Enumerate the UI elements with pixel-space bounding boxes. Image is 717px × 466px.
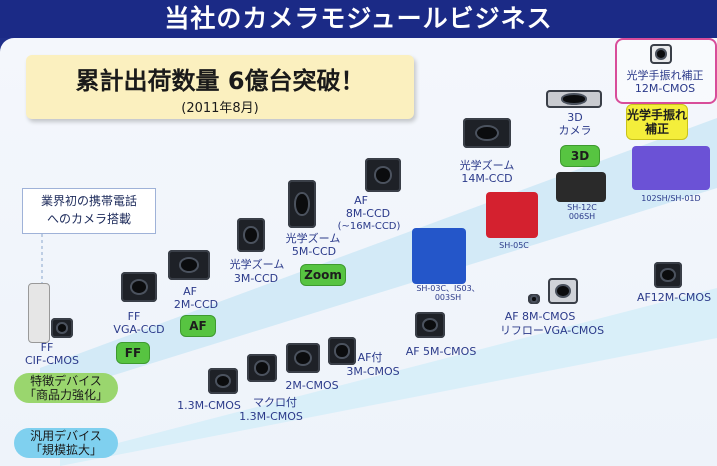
3d-badge: 3D	[560, 145, 600, 167]
lower-label-1: 1.3M-CMOS	[177, 399, 241, 412]
upper-label-2a: FF	[127, 310, 141, 323]
lower-label-6a: AF 8M-CMOS	[504, 310, 576, 323]
headline-box: 累計出荷数量 6億台突破！ (2011年8月)	[26, 55, 414, 119]
af-badge: AF	[180, 315, 216, 337]
upper-label-9b: 12M-CMOS	[634, 82, 696, 95]
sh03c-label-2: 003SH	[434, 293, 462, 302]
lower-label-3: 2M-CMOS	[285, 379, 339, 392]
vga-module-image	[121, 272, 157, 302]
upper-label-5b: 5M-CCD	[291, 245, 337, 258]
special-device-line2: 「商品力強化」	[23, 388, 108, 402]
lower-label-5: AF 5M-CMOS	[405, 345, 477, 358]
ois-module-image	[650, 44, 672, 64]
sh01d-label: 102SH/SH-01D	[641, 194, 701, 203]
upper-label-6a: AF	[354, 194, 368, 207]
upper-label-1a: FF	[40, 341, 54, 354]
lower-label-2a: マクロ付	[253, 396, 297, 409]
af-2m-module-image	[168, 250, 210, 280]
ois-badge-line2: 補正	[644, 122, 669, 136]
lower-3m-module-image	[328, 337, 356, 365]
zoom-3m-module-image	[237, 218, 265, 252]
first-phone-note: 業界初の携帯電話 へのカメラ搭載	[22, 188, 156, 234]
sh01d-phone-image	[632, 146, 710, 190]
upper-label-8a: 3D	[567, 111, 583, 124]
lower-label-4b: 3M-CMOS	[346, 365, 400, 378]
upper-label-7b: 14M-CCD	[461, 172, 513, 185]
sh03c-label: SH-03C、IS03、	[416, 284, 480, 293]
upper-label-2b: VGA-CCD	[113, 323, 165, 336]
sh03c-phone-image	[412, 228, 466, 284]
ois-badge: 光学手振れ 補正	[626, 104, 688, 140]
lower-2m-module-image	[286, 343, 320, 373]
upper-label-5a: 光学ズーム	[285, 232, 341, 245]
cif-module-image	[51, 318, 73, 338]
lower-1-3m-module-image	[208, 368, 238, 394]
lower-af5m-module-image	[415, 312, 445, 338]
lower-af8m-module-image	[548, 278, 578, 304]
lower-trend-band	[60, 288, 717, 466]
lower-vga-module-image	[528, 294, 540, 304]
first-phone-note-line2: へのカメラ搭載	[46, 212, 131, 226]
special-device-pill: 特徴デバイス 「商品力強化」	[14, 373, 118, 403]
lower-macro-module-image	[247, 354, 277, 382]
lower-label-2b: 1.3M-CMOS	[239, 410, 303, 423]
upper-label-1b: CIF-CMOS	[24, 354, 80, 367]
special-device-line1: 特徴デバイス	[30, 374, 102, 388]
upper-label-4b: 3M-CCD	[233, 272, 279, 285]
lower-af12m-module-image	[654, 262, 682, 288]
general-device-pill: 汎用デバイス 「規模拡大」	[14, 428, 118, 458]
sh12c-phone-image	[556, 172, 606, 202]
page-title: 当社のカメラモジュールビジネス	[0, 0, 717, 38]
lower-label-6b: リフローVGA-CMOS	[499, 324, 605, 337]
sh12c-label: SH-12C	[567, 203, 597, 212]
general-device-line1: 汎用デバイス	[30, 429, 102, 443]
upper-label-4a: 光学ズーム	[229, 258, 285, 271]
first-camera-phone-image	[28, 283, 50, 343]
ois-badge-line1: 光学手振れ	[627, 108, 688, 122]
ff-badge: FF	[116, 342, 150, 364]
upper-label-7a: 光学ズーム	[459, 159, 515, 172]
zoom-5m-module-image	[288, 180, 316, 228]
upper-label-6b: 8M-CCD	[345, 207, 391, 220]
upper-label-8b: カメラ	[558, 124, 592, 137]
lower-label-4a: AF付	[357, 351, 383, 364]
zoom-badge: Zoom	[300, 264, 346, 286]
upper-label-3b: 2M-CCD	[173, 298, 219, 311]
general-device-line2: 「規模拡大」	[29, 443, 102, 457]
zoom-14m-module-image	[463, 118, 511, 148]
headline-sub: (2011年8月)	[181, 101, 259, 116]
sh05c-phone-image	[486, 192, 538, 238]
upper-label-3a: AF	[183, 285, 197, 298]
sh05c-label: SH-05C	[499, 241, 529, 250]
af-8m-module-image	[365, 158, 401, 192]
headline-main: 累計出荷数量 6億台突破！	[75, 67, 365, 95]
3d-module-image	[546, 90, 602, 108]
upper-label-6c: (~16M-CCD)	[337, 221, 401, 232]
upper-label-9a: 光学手振れ補正	[626, 69, 704, 82]
sh12c-label-2: 006SH	[568, 212, 596, 221]
first-phone-note-line1: 業界初の携帯電話	[40, 194, 137, 208]
lower-label-7: AF12M-CMOS	[636, 291, 712, 304]
